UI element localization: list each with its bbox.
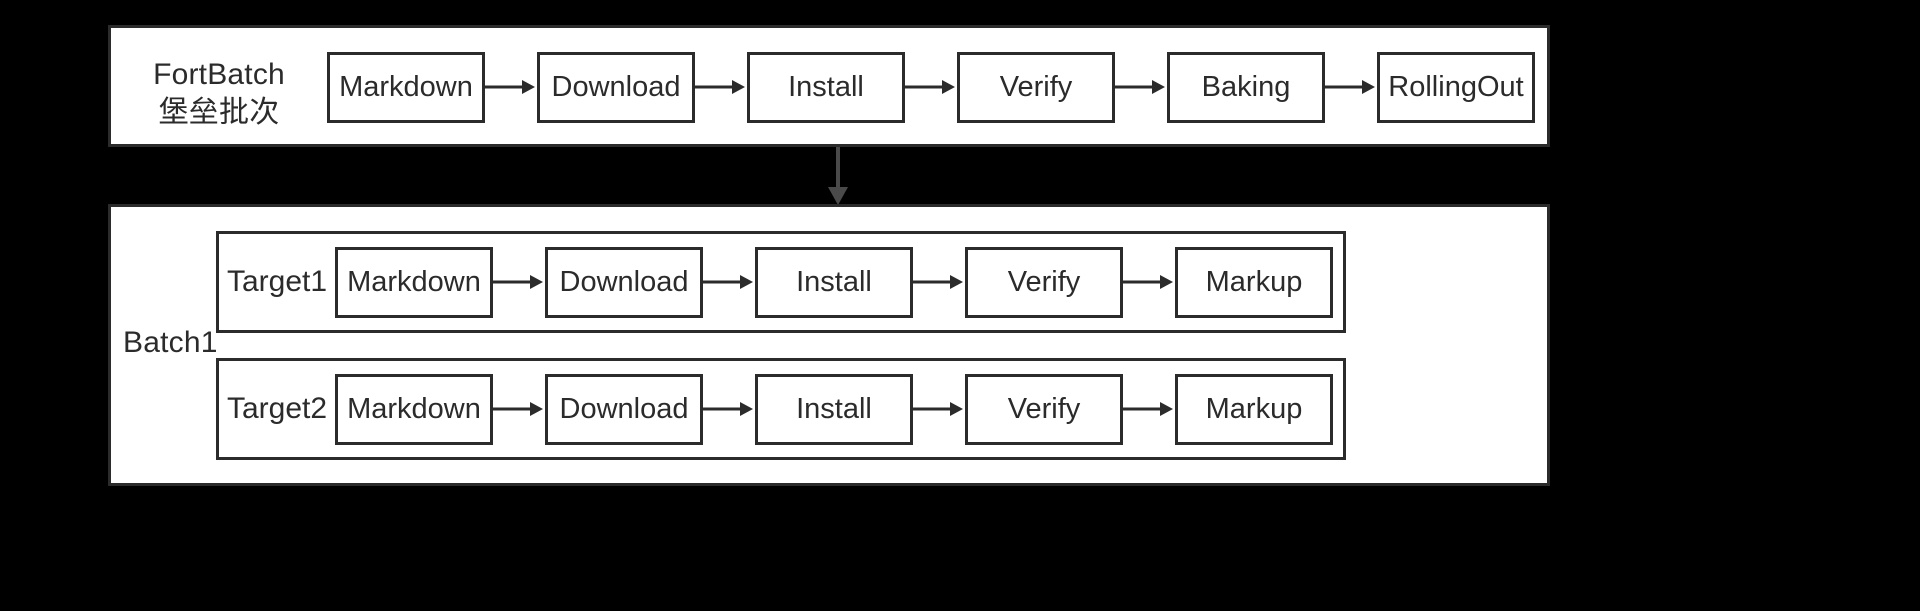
fortbatch-stage-baking[interactable]: Baking (1167, 51, 1325, 123)
target2-stage-install[interactable]: Install (755, 373, 913, 445)
target2-stage-markdown[interactable]: Markdown (335, 373, 493, 445)
arrow-right-icon (493, 399, 545, 419)
target1-stage-download[interactable]: Download (545, 246, 703, 318)
connector-arrow-down-icon (828, 147, 848, 205)
connector-arrowhead (828, 187, 848, 205)
fortbatch-pipeline: Markdown Download Install Verify Baking … (327, 44, 1535, 130)
arrow-right-icon (1325, 77, 1377, 97)
fortbatch-stage-rollingout[interactable]: RollingOut (1377, 51, 1535, 123)
arrow-right-icon (905, 77, 957, 97)
arrow-right-icon (1123, 399, 1175, 419)
arrow-right-icon (703, 399, 755, 419)
arrow-right-icon (485, 77, 537, 97)
target2-stage-verify[interactable]: Verify (965, 373, 1123, 445)
fortbatch-group-label: FortBatch 堡垒批次 (153, 58, 285, 130)
fortbatch-stage-verify[interactable]: Verify (957, 51, 1115, 123)
batch-panel: Batch1 Target1 Markdown Download Install… (108, 204, 1550, 486)
fortbatch-stage-download[interactable]: Download (537, 51, 695, 123)
fortbatch-panel: FortBatch 堡垒批次 Markdown Download Install… (108, 25, 1550, 147)
arrow-right-icon (1123, 272, 1175, 292)
arrow-right-icon (913, 399, 965, 419)
arrow-right-icon (703, 272, 755, 292)
arrow-right-icon (493, 272, 545, 292)
target2-label: Target2 (227, 392, 328, 425)
target2-panel: Target2 Markdown Download Install Verify… (216, 358, 1346, 460)
target1-panel: Target1 Markdown Download Install Verify… (216, 231, 1346, 333)
connector-stem (836, 147, 840, 189)
target2-stage-markup[interactable]: Markup (1175, 373, 1333, 445)
target2-pipeline: Markdown Download Install Verify Markup (335, 361, 1333, 457)
arrow-right-icon (1115, 77, 1167, 97)
target1-stage-install[interactable]: Install (755, 246, 913, 318)
arrow-right-icon (695, 77, 747, 97)
target1-stage-verify[interactable]: Verify (965, 246, 1123, 318)
fortbatch-stage-markdown[interactable]: Markdown (327, 51, 485, 123)
target1-stage-markup[interactable]: Markup (1175, 246, 1333, 318)
batch-group-label: Batch1 (123, 326, 218, 359)
arrow-right-icon (913, 272, 965, 292)
fortbatch-stage-install[interactable]: Install (747, 51, 905, 123)
target1-label: Target1 (227, 265, 328, 298)
target2-stage-download[interactable]: Download (545, 373, 703, 445)
target1-stage-markdown[interactable]: Markdown (335, 246, 493, 318)
target1-pipeline: Markdown Download Install Verify Markup (335, 234, 1333, 330)
